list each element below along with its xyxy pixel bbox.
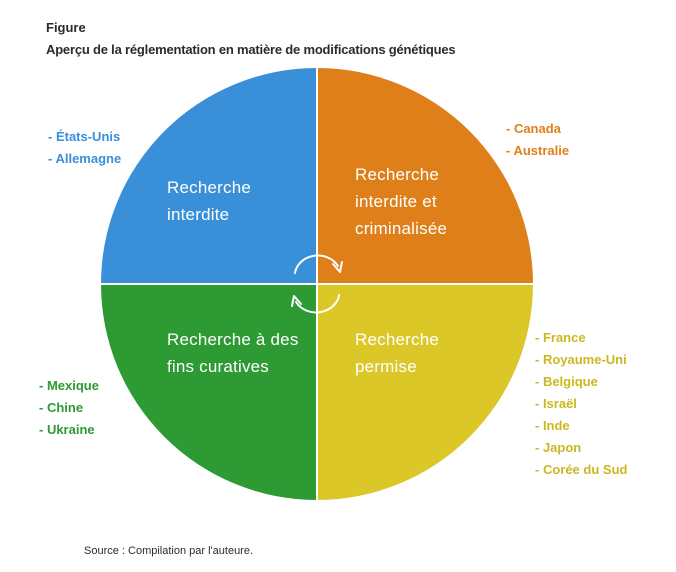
label-line: Recherche à des	[167, 330, 299, 349]
list-item: - Canada	[506, 121, 561, 136]
country-list-top-right: - Canada - Australie	[506, 118, 569, 162]
label-line: Recherche	[167, 178, 252, 197]
list-item: - Corée du Sud	[535, 462, 628, 477]
country-list-bottom-left: - Mexique - Chine - Ukraine	[39, 375, 99, 441]
list-item: - Belgique	[535, 374, 598, 389]
label-line: fins curatives	[167, 357, 270, 376]
quadrant-label-top-left: Recherche interdite	[167, 174, 251, 228]
list-item: - France	[535, 330, 586, 345]
quadrant-bottom-right	[317, 284, 533, 500]
list-item: - Israël	[535, 396, 577, 411]
list-item: - Royaume-Uni	[535, 352, 627, 367]
list-item: - Allemagne	[48, 151, 122, 166]
list-item: - Chine	[39, 400, 84, 415]
label-line: criminalisée	[355, 219, 448, 238]
quadrant-top-left	[101, 68, 317, 284]
label-line: interdite	[167, 205, 230, 224]
country-list-bottom-right: - France - Royaume-Uni - Belgique - Isra…	[535, 327, 627, 481]
label-line: Recherche	[355, 165, 440, 184]
figure-title: Aperçu de la réglementation en matière d…	[46, 42, 456, 57]
cycle-arrows-icon	[291, 254, 343, 314]
quadrant-label-bottom-right: Recherche permise	[355, 326, 439, 380]
list-item: - Japon	[535, 440, 582, 455]
figure-source: Source : Compilation par l'auteure.	[84, 545, 254, 557]
list-item: - Inde	[535, 418, 570, 433]
label-line: Recherche	[355, 330, 440, 349]
label-line: interdite et	[355, 192, 437, 211]
label-line: permise	[355, 357, 417, 376]
quadrant-top-right	[317, 68, 533, 284]
list-item: - Ukraine	[39, 422, 95, 437]
quadrant-label-top-right: Recherche interdite et criminalisée	[355, 161, 447, 242]
quadrant-bottom-left	[101, 284, 317, 500]
figure-label: Figure	[46, 20, 86, 35]
country-list-top-left: - États-Unis - Allemagne	[48, 126, 121, 170]
list-item: - Mexique	[39, 378, 99, 393]
list-item: - Australie	[506, 143, 570, 158]
quadrant-label-bottom-left: Recherche à des fins curatives	[167, 326, 299, 380]
list-item: - États-Unis	[48, 129, 121, 144]
